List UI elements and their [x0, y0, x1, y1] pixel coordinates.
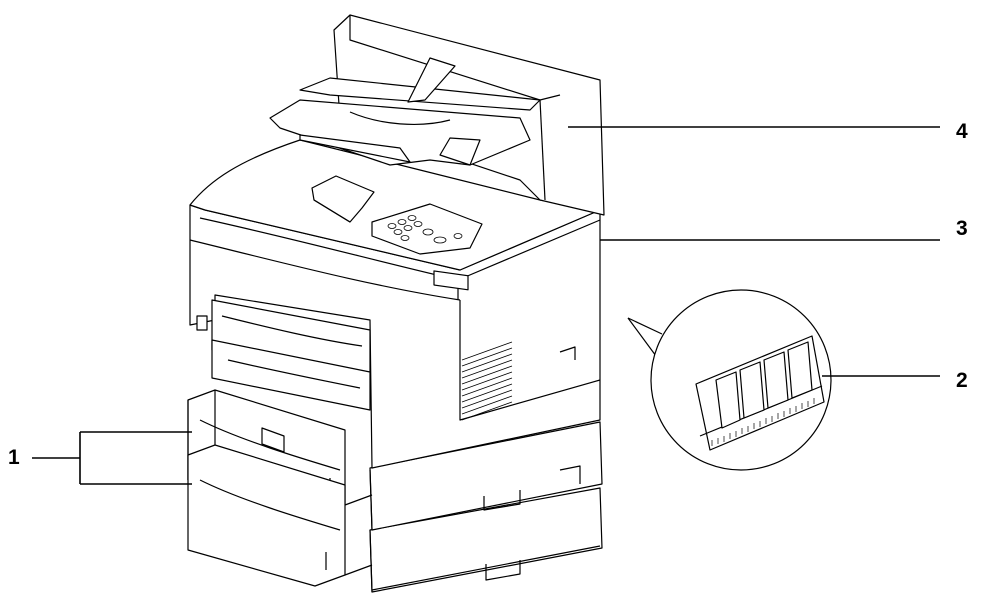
callout-label-4: 4 [956, 120, 968, 143]
memory-zoom-bubble [627, 289, 832, 471]
leader-line-1 [32, 431, 192, 485]
main-cassettes [211, 299, 371, 411]
feeder-cassettes [187, 389, 373, 587]
callout-label-3: 3 [956, 217, 968, 240]
printer-body [189, 139, 601, 469]
leader-lines [32, 126, 940, 485]
memory-module [695, 335, 825, 451]
callout-label-1: 1 [8, 446, 20, 469]
callout-label-2: 2 [956, 369, 968, 392]
output-stacker [269, 14, 605, 216]
